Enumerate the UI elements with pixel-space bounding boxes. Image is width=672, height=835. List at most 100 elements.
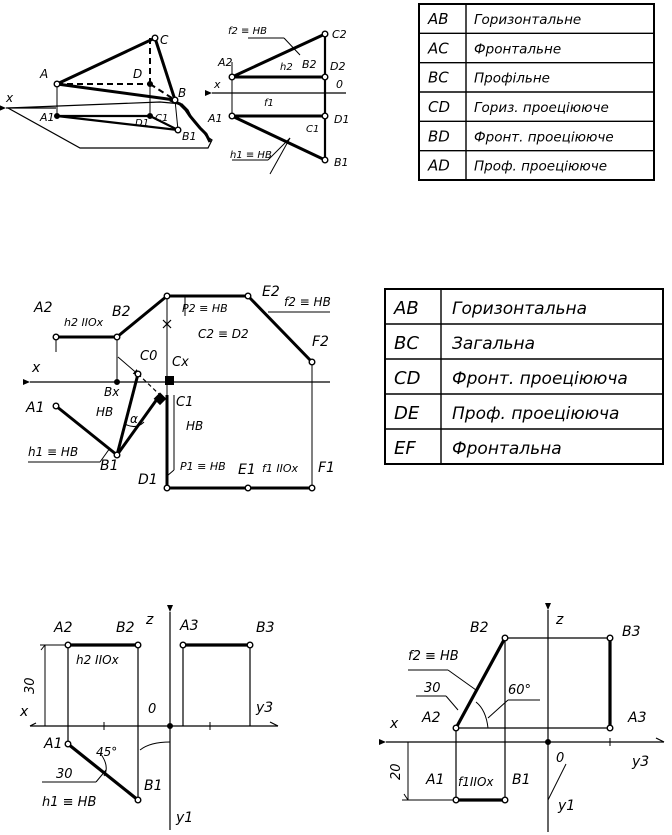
fig2-a2c2 [231, 32, 326, 79]
fig4-label-y1: y1 [175, 810, 193, 826]
fig5-y3-arrow [655, 737, 665, 743]
fig2-orthographic [205, 30, 346, 175]
fig2-point-a2 [228, 73, 236, 81]
fig2-point-c2 [321, 30, 329, 38]
fig3-point-c2 [163, 292, 171, 300]
fig1-label-d: D [133, 67, 142, 81]
fig4-dim30b-leader2 [95, 769, 107, 783]
fig3-b2c2 [116, 294, 168, 339]
fig2-label-f1: f1 [264, 98, 274, 109]
fig3-label-h1: h1 ≡ HB [28, 445, 78, 459]
fig1-point-b [171, 96, 179, 104]
fig5-label-0: 0 [556, 751, 564, 766]
fig4-label-z: z [145, 612, 154, 628]
fig4-label-y3: y3 [255, 700, 273, 716]
table2-segment-cell: AB [393, 298, 419, 319]
table1-type-cell: Гориз. проецiююче [474, 100, 609, 116]
fig3-h1-leader2 [99, 447, 111, 463]
fig4-point-b1 [134, 796, 142, 804]
fig5-label-y3: y3 [631, 754, 649, 770]
fig3-label-b1: B1 [100, 458, 119, 474]
fig5-dim20-arrow [403, 793, 409, 801]
fig3-point-f2 [308, 358, 316, 366]
fig5-point-a3 [606, 724, 614, 732]
table1-type-cell: Горизонтальне [474, 12, 581, 28]
fig5-label-b2: B2 [470, 620, 489, 636]
fig1-label-b: B [178, 86, 186, 100]
table1-type-cell: Фронтальне [474, 41, 561, 57]
fig3-point-e2 [244, 292, 252, 300]
fig3-label-d1: D1 [138, 472, 158, 488]
fig2-label-b2: B2 [302, 58, 317, 71]
fig4-point-a2 [64, 641, 72, 649]
fig5-point-a2 [452, 724, 460, 732]
fig4-epure [29, 605, 279, 830]
fig4-point-a1 [64, 740, 72, 748]
fig4-label-dim30b: 30 [56, 767, 73, 782]
fig1-axonometric [0, 34, 213, 149]
fig3-point-f1 [308, 484, 316, 492]
table1-segment-cell: AB [427, 10, 449, 28]
fig3-b1c0 [115, 373, 140, 456]
table1-type-cell: Фронт. проецiююче [474, 129, 614, 145]
fig3-label-e1: E1 [238, 462, 256, 478]
fig3-point-b1 [113, 451, 121, 459]
fig4-label-a3: A3 [179, 618, 198, 634]
fig3-point-a2 [52, 333, 60, 341]
fig4-label-h1: h1 ≡ HB [42, 795, 96, 810]
fig4-y3-arrow [269, 721, 279, 727]
fig5-point-a1 [452, 796, 460, 804]
fig2-label-0: 0 [336, 78, 343, 91]
fig1-point-d [147, 81, 153, 87]
table1-segment-cell: AD [427, 157, 450, 175]
fig3-b1c1 [115, 394, 162, 456]
fig2-point-d1 [321, 112, 329, 120]
fig3-label-f2pt: F2 [312, 334, 329, 350]
table1-type-cell: Проф. проецiююче [474, 159, 607, 175]
fig3-label-hb2: HB [186, 419, 203, 433]
fig4-label-h2: h2 IIOx [76, 653, 120, 667]
fig5-label-y1: y1 [557, 798, 575, 814]
fig2-a1b1 [231, 114, 326, 162]
fig1-label-d1: D1 [135, 118, 149, 129]
fig4-point-b2 [134, 641, 142, 649]
fig1-point-c1 [147, 113, 153, 119]
fig3-label-c0: C0 [140, 349, 157, 364]
fig2-label-c1: C1 [306, 124, 319, 135]
fig4-angle-arc [99, 752, 107, 777]
fig1-edge-bd [149, 83, 176, 101]
fig5-epure [379, 603, 665, 832]
fig5-angle-arc [475, 701, 489, 729]
fig2-label-a2: A2 [217, 56, 233, 69]
fig3-labels: A2 h2 IIOx B2 P2 ≡ HB E2 f2 ≡ HB C2 ≡ D2… [25, 284, 335, 488]
fig4-x-arrow [29, 722, 37, 727]
fig5-label-dim20: 20 [389, 763, 404, 780]
fig3-label-alpha: α [130, 412, 138, 426]
fig4-label-0: 0 [148, 702, 156, 717]
fig5-label-angle: 60° [508, 683, 531, 698]
fig3-label-bx: Bx [104, 385, 120, 399]
fig3-label-p1: P1 ≡ HB [180, 460, 226, 473]
fig2-point-d2 [321, 73, 329, 81]
fig2-label-b1: B1 [334, 156, 349, 169]
fig3-label-f2: f2 ≡ HB [284, 295, 331, 309]
table2-type-cell: Горизонтальна [452, 299, 587, 319]
table1-type-cell: Профільне [474, 71, 550, 87]
fig4-label-b1: B1 [144, 778, 163, 794]
fig5-label-f2: f2 ≡ HB [408, 649, 459, 664]
fig4-point-b3 [246, 641, 254, 649]
fig5-point-b2 [501, 634, 509, 642]
fig2-label-f2: f2 ≡ HB [228, 26, 267, 37]
fig1-point-a1 [54, 113, 60, 119]
fig4-label-b2: B2 [116, 620, 135, 636]
fig3-c1-diamond [153, 392, 167, 406]
fig3-label-hb1: HB [96, 405, 113, 419]
fig5-label-b3: B3 [622, 624, 641, 640]
fig4-dim30-arrow [40, 644, 46, 651]
fig4-label-x: x [19, 704, 29, 720]
